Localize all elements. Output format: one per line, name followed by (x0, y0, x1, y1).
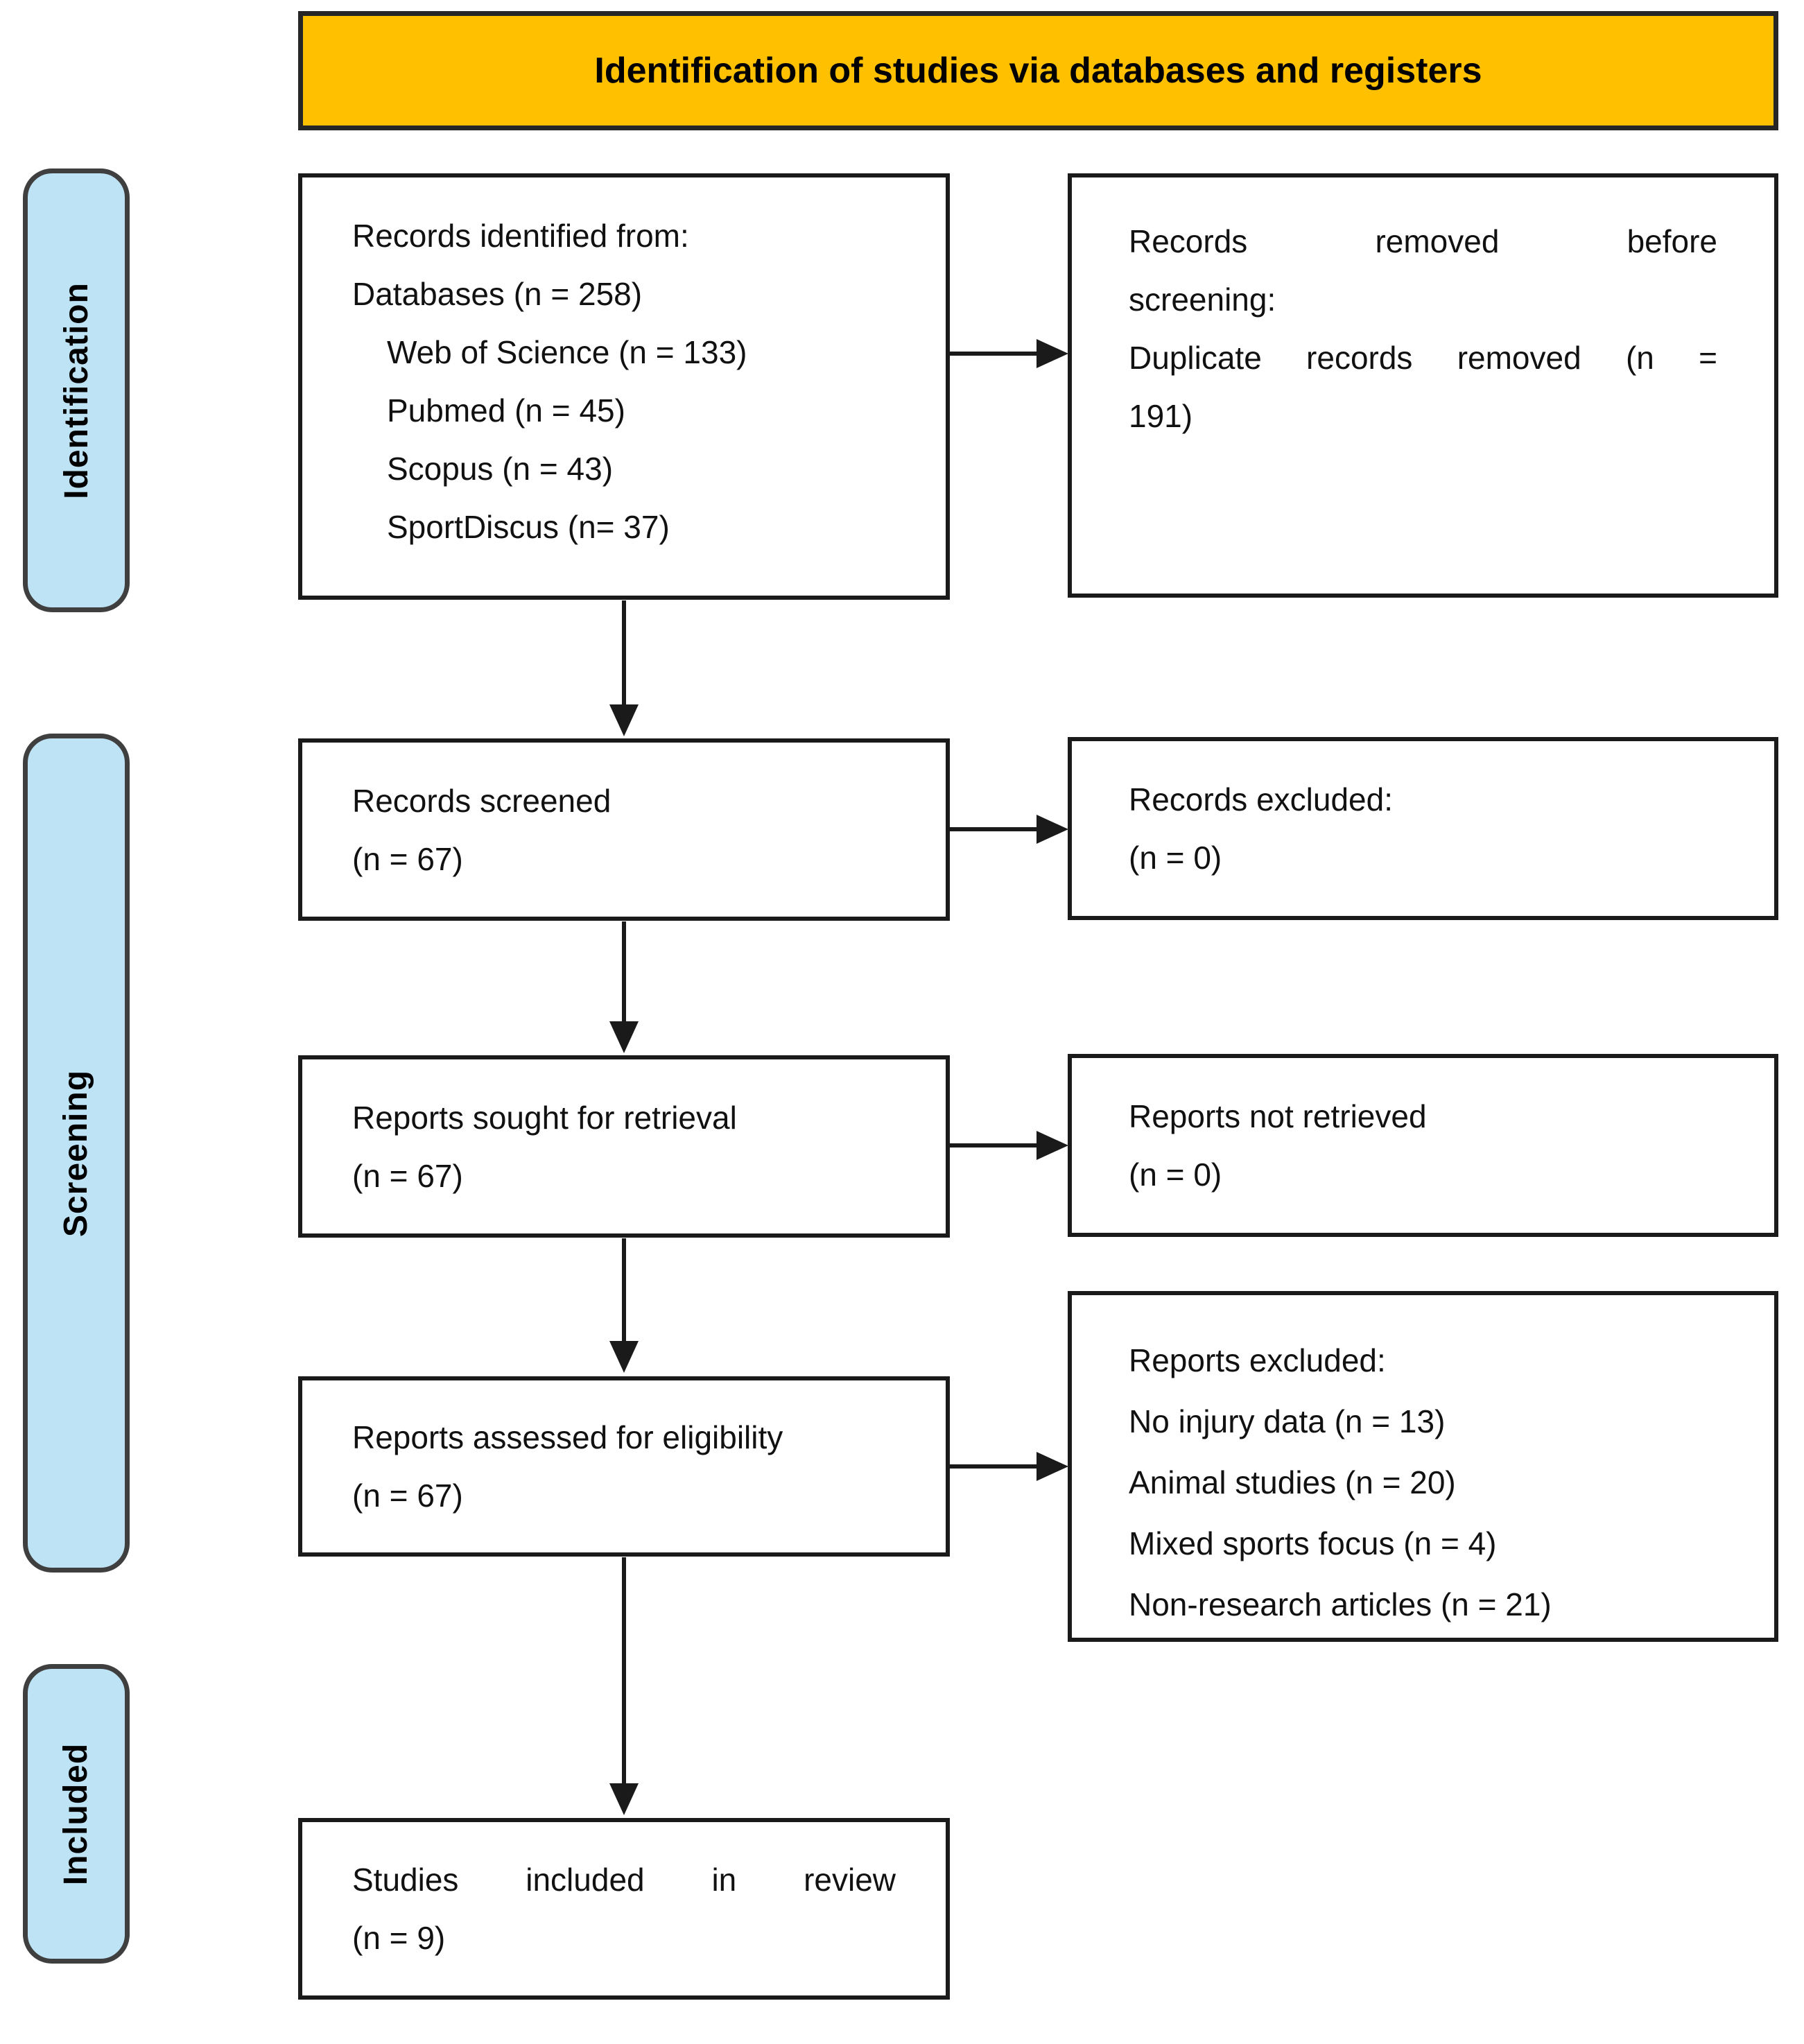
records-identified-line: SportDiscus (n= 37) (387, 509, 670, 545)
arrow-head-right-icon (1037, 1131, 1068, 1160)
arrow-head-down-icon (609, 704, 639, 736)
box-records-removed: Records removed before screening: Duplic… (1068, 173, 1778, 598)
records-removed-line: Records removed before (1129, 223, 1717, 259)
box-records-excluded: Records excluded: (n = 0) (1068, 737, 1778, 920)
reports-sought-line: Reports sought for retrieval (352, 1099, 737, 1136)
reports-not-retrieved-line: (n = 0) (1129, 1157, 1222, 1193)
reports-sought-line: (n = 67) (352, 1157, 463, 1194)
stage-label-screening-text: Screening (58, 1069, 95, 1237)
studies-included-line: (n = 9) (352, 1920, 446, 1956)
reports-excluded-line: No injury data (n = 13) (1129, 1403, 1446, 1439)
arrow-stem (950, 352, 1039, 356)
box-reports-not-retrieved: Reports not retrieved (n = 0) (1068, 1054, 1778, 1237)
box-records-identified: Records identified from: Databases (n = … (298, 173, 950, 600)
arrow-stem (622, 600, 626, 706)
stage-label-included-text: Included (58, 1742, 95, 1885)
reports-excluded-line: Non-research articles (n = 21) (1129, 1586, 1552, 1622)
box-reports-sought: Reports sought for retrieval (n = 67) (298, 1055, 950, 1238)
reports-not-retrieved-line: Reports not retrieved (1129, 1098, 1427, 1134)
arrow-head-down-icon (609, 1021, 639, 1053)
stage-label-screening: Screening (23, 734, 130, 1573)
records-identified-line: Scopus (n = 43) (387, 451, 614, 487)
arrow-stem (950, 1143, 1039, 1147)
box-studies-included: Studies included in review (n = 9) (298, 1818, 950, 2000)
box-records-screened: Records screened (n = 67) (298, 738, 950, 921)
stage-label-identification: Identification (23, 168, 130, 612)
records-removed-line: Duplicate records removed (n = (1129, 340, 1717, 376)
records-removed-line: 191) (1129, 398, 1193, 434)
records-identified-line: Databases (n = 258) (352, 276, 643, 312)
records-identified-line: Pubmed (n = 45) (387, 392, 625, 428)
reports-assessed-line: Reports assessed for eligibility (352, 1419, 783, 1455)
records-identified-line: Records identified from: (352, 218, 689, 254)
arrow-stem (622, 1238, 626, 1342)
title-banner-text: Identification of studies via databases … (594, 51, 1482, 91)
arrow-head-right-icon (1037, 1452, 1068, 1481)
records-screened-line: (n = 67) (352, 840, 463, 877)
stage-label-identification-text: Identification (58, 282, 95, 499)
records-excluded-line: Records excluded: (1129, 781, 1393, 817)
box-reports-excluded: Reports excluded: No injury data (n = 13… (1068, 1291, 1778, 1642)
studies-included-line: Studies included in review (352, 1862, 896, 1898)
arrow-head-right-icon (1037, 815, 1068, 844)
arrow-head-down-icon (609, 1783, 639, 1815)
reports-excluded-line: Mixed sports focus (n = 4) (1129, 1525, 1497, 1561)
arrow-stem (622, 1557, 626, 1785)
reports-excluded-line: Reports excluded: (1129, 1342, 1386, 1378)
title-banner: Identification of studies via databases … (298, 11, 1778, 130)
stage-label-included: Included (23, 1664, 130, 1964)
box-reports-assessed: Reports assessed for eligibility (n = 67… (298, 1376, 950, 1557)
arrow-stem (950, 827, 1039, 831)
arrow-stem (622, 921, 626, 1023)
records-removed-line: screening: (1129, 282, 1276, 318)
reports-excluded-line: Animal studies (n = 20) (1129, 1464, 1456, 1500)
records-identified-line: Web of Science (n = 133) (387, 334, 747, 370)
arrow-head-right-icon (1037, 339, 1068, 368)
arrow-stem (950, 1464, 1039, 1469)
arrow-head-down-icon (609, 1341, 639, 1373)
records-excluded-line: (n = 0) (1129, 840, 1222, 876)
reports-assessed-line: (n = 67) (352, 1478, 463, 1514)
records-screened-line: Records screened (352, 782, 612, 819)
